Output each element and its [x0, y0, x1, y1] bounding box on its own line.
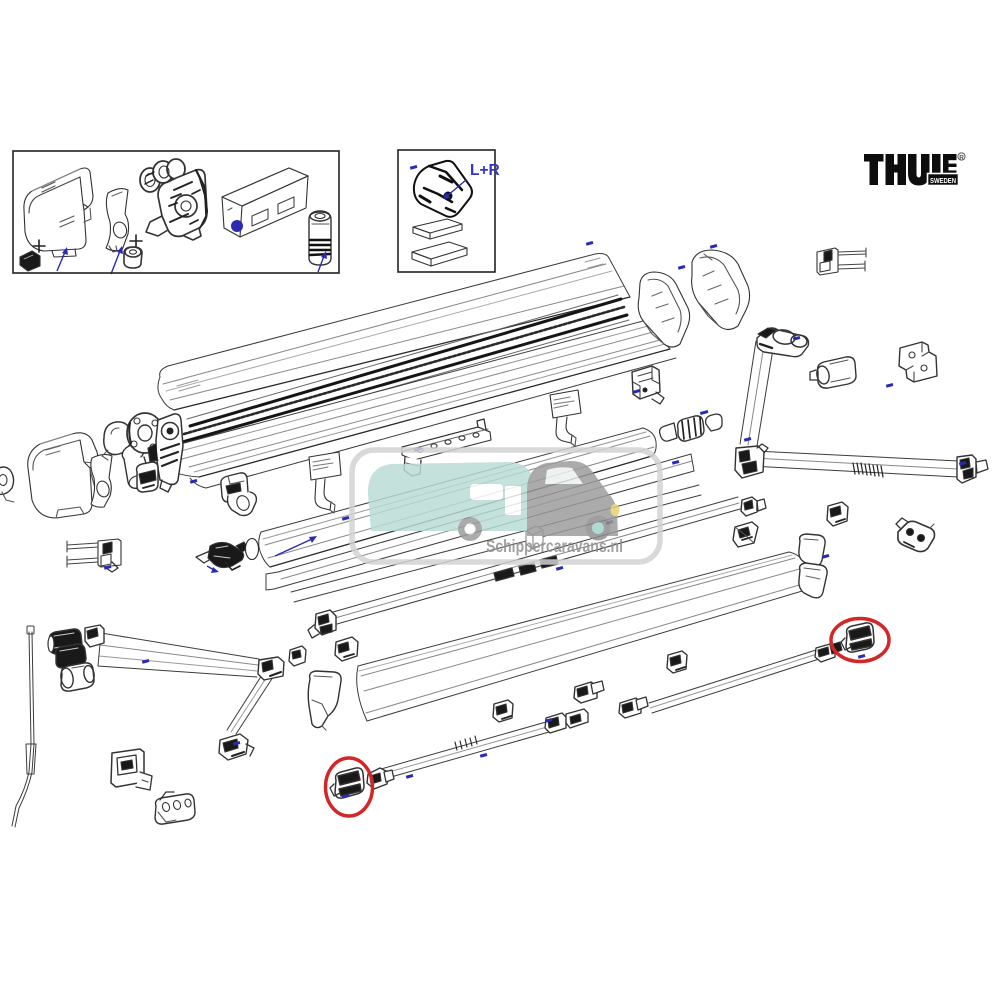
- svg-text:L+R: L+R: [470, 162, 500, 179]
- svg-text:SWEDEN: SWEDEN: [930, 176, 956, 185]
- svg-text:R: R: [959, 154, 964, 161]
- svg-text:Schippercaravans.nl: Schippercaravans.nl: [486, 536, 623, 556]
